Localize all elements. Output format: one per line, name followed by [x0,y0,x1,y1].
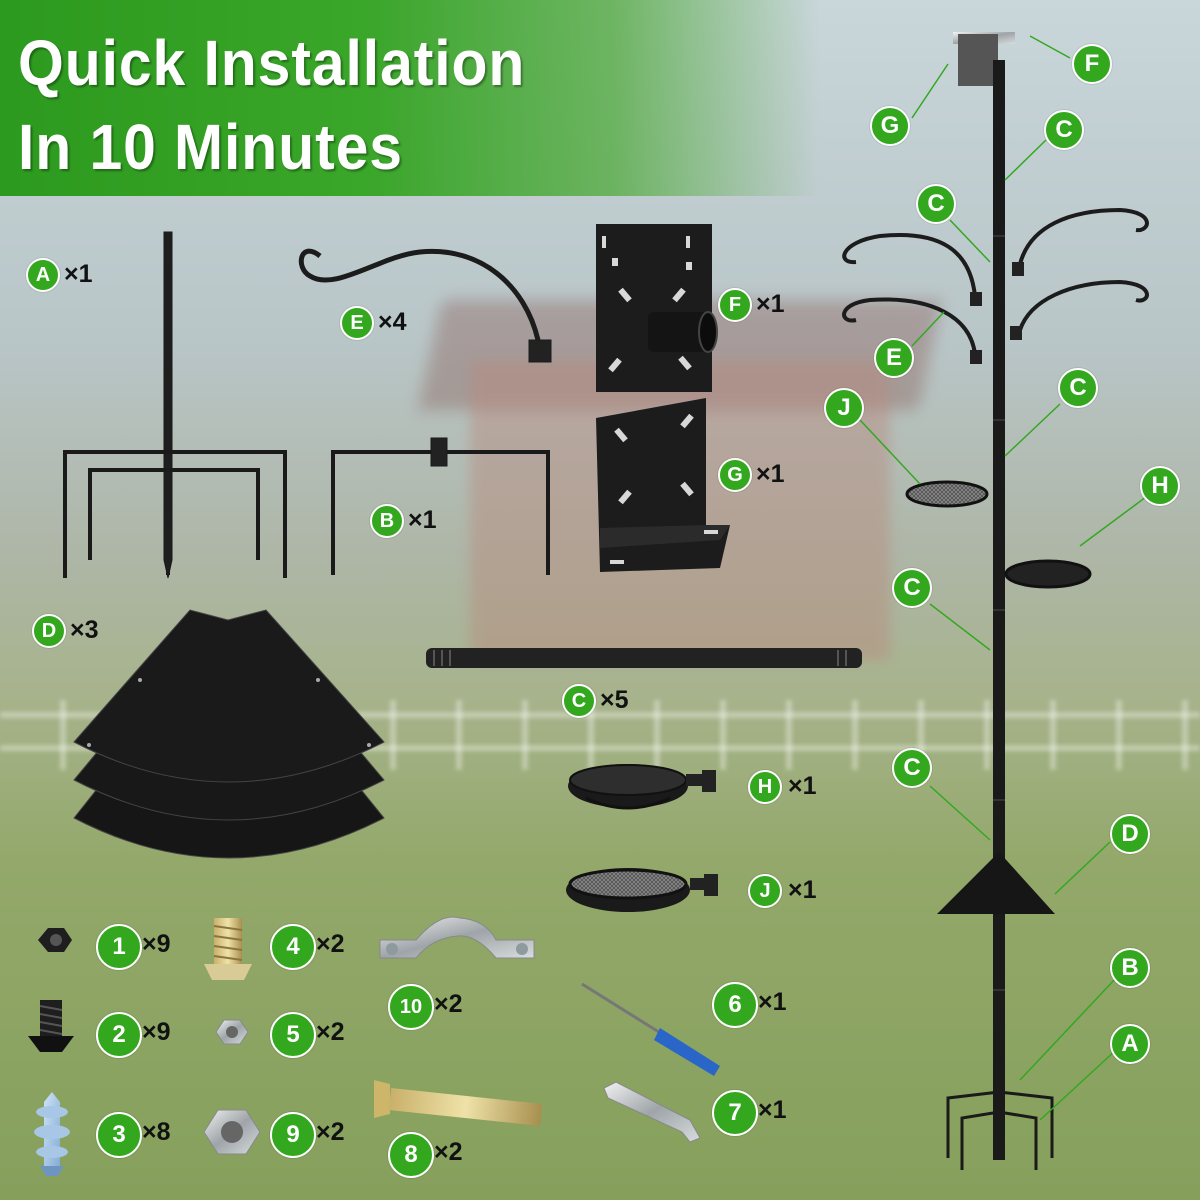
part-g-l-bracket [596,398,730,572]
badge-hw-10: 10 [388,984,434,1030]
hw-8-long-bolt [374,1080,543,1126]
qty-hw-6: ×1 [758,988,787,1016]
hw-9-large-nut [203,1109,261,1155]
hw-3-wall-anchor [34,1092,70,1176]
hw-7-wrench [603,1081,701,1143]
callout-c-2: C [916,184,956,224]
badge-h: H [748,770,782,804]
qty-h: ×1 [788,772,817,800]
qty-d: ×3 [70,616,99,644]
qty-hw-4: ×2 [316,930,345,958]
title-banner [0,0,820,196]
callout-c-5: C [892,748,932,788]
hw-5-small-nut [215,1019,249,1045]
leader-lines [859,35,1151,1121]
badge-e: E [340,306,374,340]
hw-6-screwdriver [581,982,720,1076]
qty-g: ×1 [756,460,785,488]
badge-b: B [370,504,404,538]
qty-hw-10: ×2 [434,990,463,1018]
qty-f: ×1 [756,290,785,318]
badge-f: F [718,288,752,322]
qty-a: ×1 [64,260,93,288]
title-line-2: In 10 Minutes [18,111,403,183]
part-h-tray [568,764,716,810]
part-c-pole [426,648,862,668]
callout-f: F [1072,44,1112,84]
qty-b: ×1 [408,506,437,534]
background-fence-rail [0,745,1200,751]
background-fence-rail [0,712,1200,718]
qty-hw-7: ×1 [758,1096,787,1124]
badge-hw-4: 4 [270,924,316,970]
qty-c: ×5 [600,686,629,714]
hw-4-brass-screw [204,918,252,980]
qty-hw-8: ×2 [434,1138,463,1166]
qty-hw-1: ×9 [142,930,171,958]
assembled-pole [842,32,1149,1170]
callout-c-3: C [1058,368,1098,408]
qty-e: ×4 [378,308,407,336]
badge-hw-9: 9 [270,1112,316,1158]
qty-hw-5: ×2 [316,1018,345,1046]
callout-c-1: C [1044,110,1084,150]
part-d-baffle-sheets [73,609,385,859]
badge-g: G [718,458,752,492]
part-a-stake [63,231,287,579]
part-j-mesh-tray [566,868,718,912]
callout-b: B [1110,948,1150,988]
badge-hw-2: 2 [96,1012,142,1058]
badge-hw-7: 7 [712,1090,758,1136]
part-f-mount-plate [596,224,718,392]
badge-c: C [562,684,596,718]
callout-h: H [1140,466,1180,506]
badge-hw-6: 6 [712,982,758,1028]
qty-hw-3: ×8 [142,1118,171,1146]
badge-a: A [26,258,60,292]
part-e-hook-arm [298,248,552,363]
qty-j: ×1 [788,876,817,904]
badge-hw-5: 5 [270,1012,316,1058]
callout-c-4: C [892,568,932,608]
badge-hw-3: 3 [96,1112,142,1158]
hw-2-black-screw [28,1000,74,1052]
hw-1-hex-nut [38,928,72,952]
callout-a: A [1110,1024,1150,1064]
part-b-base-frame [331,437,550,575]
badge-j: J [748,874,782,908]
title-line-1: Quick Installation [18,27,526,99]
callout-d: D [1110,814,1150,854]
qty-hw-9: ×2 [316,1118,345,1146]
callout-e: E [874,338,914,378]
callout-j: J [824,388,864,428]
badge-d: D [32,614,66,648]
hw-10-pipe-clamp [379,916,535,959]
badge-hw-8: 8 [388,1132,434,1178]
callout-g: G [870,106,910,146]
badge-hw-1: 1 [96,924,142,970]
qty-hw-2: ×9 [142,1018,171,1046]
